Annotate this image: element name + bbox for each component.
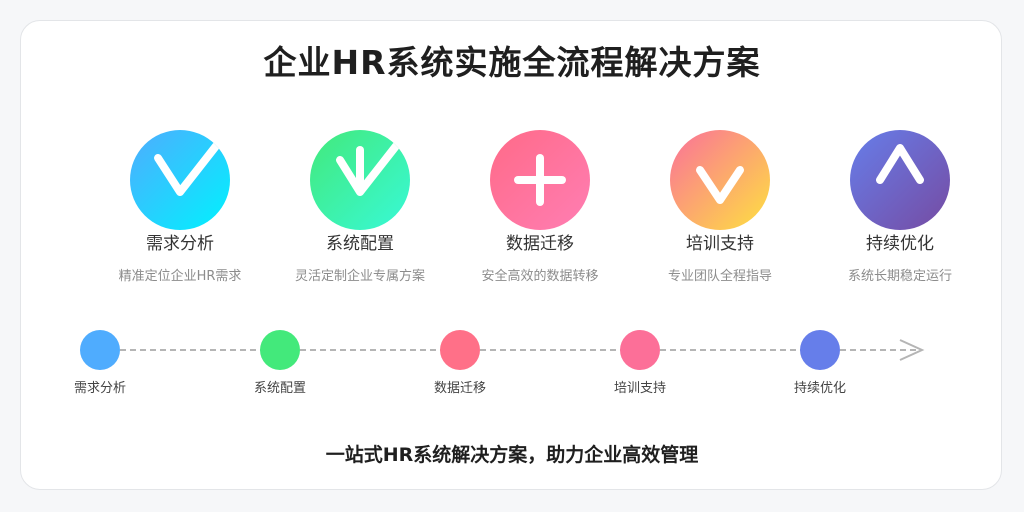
step-circle xyxy=(130,130,230,230)
page-title: 企业HR系统实施全流程解决方案 xyxy=(263,43,761,82)
timeline-dot xyxy=(440,330,480,370)
plus-icon xyxy=(514,154,566,206)
step-description: 精准定位企业HR需求 xyxy=(118,269,242,284)
step-continuous-optimization: 持续优化 系统长期稳定运行 xyxy=(810,130,990,286)
step-system-configuration: 系统配置 灵活定制企业专属方案 xyxy=(270,130,450,286)
timeline-dot xyxy=(800,330,840,370)
step-label: 持续优化 xyxy=(866,234,934,254)
step-circle xyxy=(490,130,590,230)
timeline-dot xyxy=(620,330,660,370)
step-description: 系统长期稳定运行 xyxy=(847,269,952,284)
step-circle xyxy=(850,130,950,230)
step-training-support: 培训支持 专业团队全程指导 xyxy=(630,130,810,286)
arrow-right-icon xyxy=(899,339,925,361)
chevron-down-icon xyxy=(696,166,744,204)
arrow-down-check-icon xyxy=(336,142,400,196)
step-circle xyxy=(310,130,410,230)
step-description: 灵活定制企业专属方案 xyxy=(294,269,425,284)
step-description: 安全高效的数据转移 xyxy=(481,269,599,284)
timeline-label: 数据迁移 xyxy=(433,381,486,396)
timeline-dot xyxy=(260,330,300,370)
timeline-dot xyxy=(80,330,120,370)
step-label: 培训支持 xyxy=(686,234,754,254)
timeline-label: 系统配置 xyxy=(253,381,306,396)
timeline-label: 培训支持 xyxy=(613,381,666,396)
step-circle xyxy=(670,130,770,230)
checkmark-icon xyxy=(154,142,220,196)
step-label: 数据迁移 xyxy=(506,234,574,254)
step-data-migration: 数据迁移 安全高效的数据转移 xyxy=(450,130,630,286)
timeline-label: 需求分析 xyxy=(73,381,126,396)
step-requirements-analysis: 需求分析 精准定位企业HR需求 xyxy=(90,130,270,286)
timeline-label: 持续优化 xyxy=(793,381,846,396)
step-label: 系统配置 xyxy=(326,234,394,254)
chevron-up-icon xyxy=(876,144,924,184)
step-description: 专业团队全程指导 xyxy=(667,269,772,284)
main-card xyxy=(20,20,1002,490)
footer-slogan: 一站式HR系统解决方案，助力企业高效管理 xyxy=(325,444,699,466)
step-label: 需求分析 xyxy=(146,234,214,254)
timeline-dashed-line xyxy=(120,349,916,351)
